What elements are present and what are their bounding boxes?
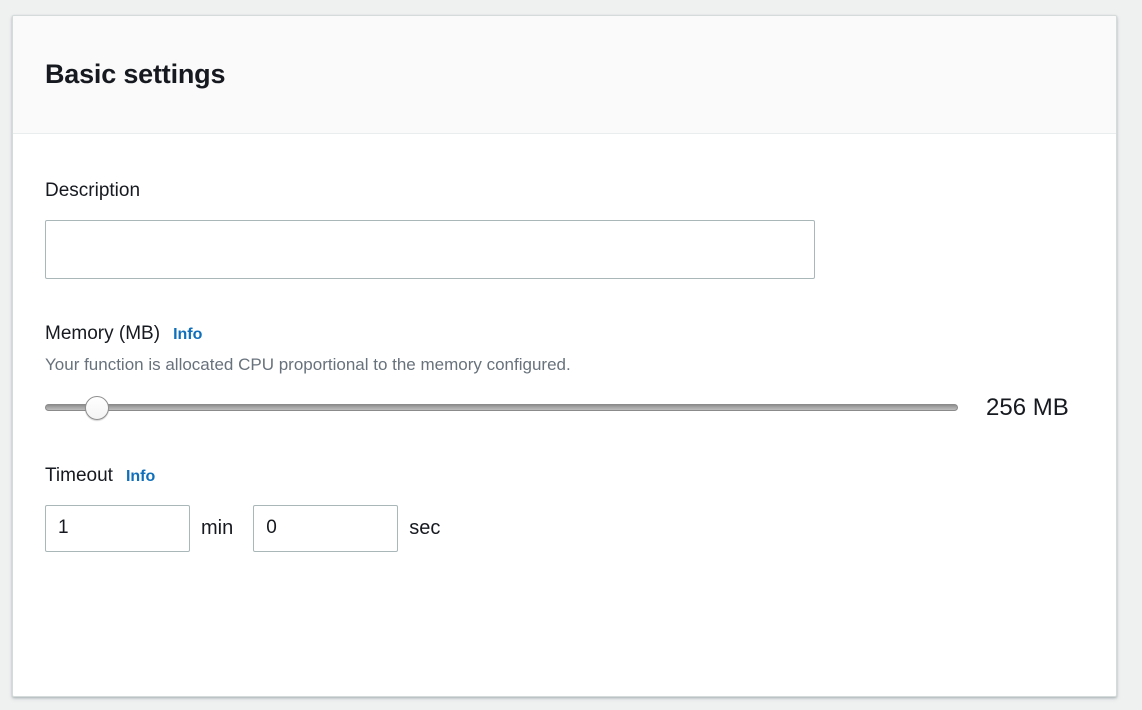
timeout-label: Timeout <box>45 464 113 486</box>
memory-slider-row: 256 MB <box>45 394 1084 422</box>
timeout-seconds-unit-label: sec <box>409 517 441 540</box>
description-input[interactable] <box>45 219 815 279</box>
memory-label-row: Memory (MB) Info <box>45 323 1084 346</box>
timeout-field-group: Timeout Info min sec <box>45 465 1084 552</box>
timeout-label-row: Timeout Info <box>45 465 1084 488</box>
description-label: Description <box>45 180 141 201</box>
memory-label: Memory (MB) <box>45 322 161 344</box>
description-label-row: Description <box>45 180 1084 203</box>
card-header: Basic settings <box>13 16 1116 134</box>
memory-info-link[interactable]: Info <box>173 325 203 343</box>
description-field-group: Description <box>45 180 1084 279</box>
timeout-minutes-input[interactable] <box>45 504 190 552</box>
basic-settings-card: Basic settings Description Memory (MB) I… <box>12 15 1117 697</box>
memory-value-label: 256 MB <box>986 393 1069 421</box>
page-title: Basic settings <box>45 58 226 89</box>
memory-slider[interactable] <box>45 395 958 420</box>
timeout-inputs-row: min sec <box>45 504 1084 552</box>
memory-hint: Your function is allocated CPU proportio… <box>45 354 571 374</box>
timeout-info-link[interactable]: Info <box>125 467 156 485</box>
card-body: Description Memory (MB) Info Your functi… <box>13 134 1116 552</box>
timeout-minutes-unit-label: min <box>201 517 234 540</box>
timeout-seconds-input[interactable] <box>253 504 399 552</box>
memory-field-group: Memory (MB) Info Your function is alloca… <box>45 323 1084 422</box>
